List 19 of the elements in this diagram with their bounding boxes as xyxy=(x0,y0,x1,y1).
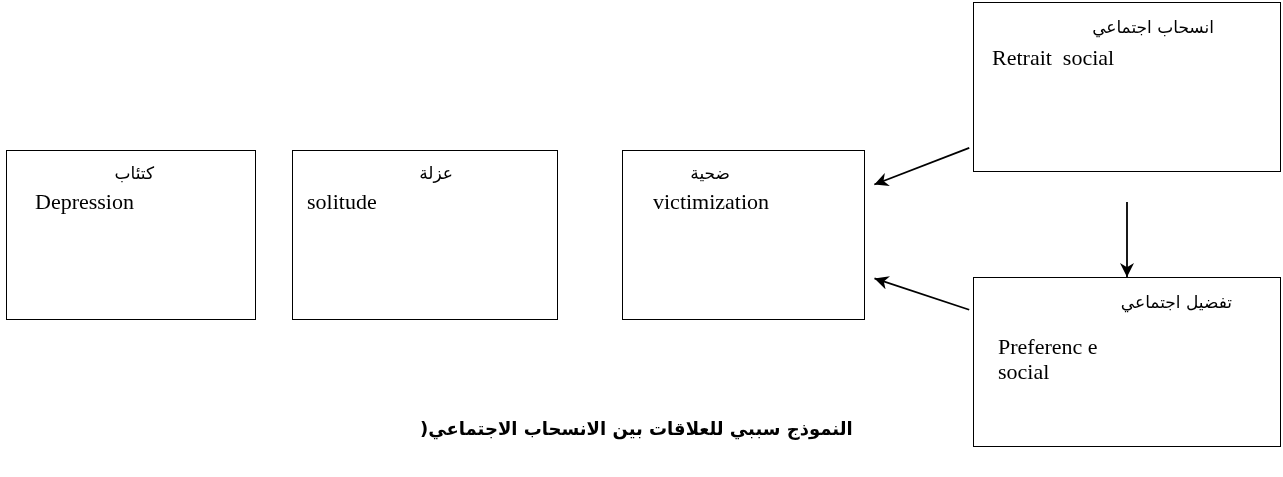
box-label: victimization xyxy=(653,189,770,214)
process-box xyxy=(292,150,558,320)
process-box xyxy=(622,150,865,320)
box-label: Retrait social xyxy=(992,45,1115,70)
arabic-label: تفضيل اجتماعي xyxy=(1120,292,1232,312)
process-box xyxy=(6,150,256,320)
arrow xyxy=(873,146,971,186)
arabic-label: كتئاب xyxy=(114,163,154,183)
box-label: solitude xyxy=(307,189,377,214)
process-box xyxy=(973,277,1281,447)
arabic-label: ضحية xyxy=(690,163,730,183)
process-box xyxy=(973,2,1281,172)
arrow xyxy=(1120,201,1134,278)
box-label: Preferenc e social xyxy=(998,334,1098,384)
caption: النموذج سببي للعلاقات بين الانسحاب الاجتماعي( xyxy=(420,418,853,440)
arrow xyxy=(873,276,971,311)
arabic-label: انسحاب اجتماعي xyxy=(1092,17,1214,37)
box-label: Depression xyxy=(35,189,134,214)
arabic-label: عزلة xyxy=(419,163,453,183)
